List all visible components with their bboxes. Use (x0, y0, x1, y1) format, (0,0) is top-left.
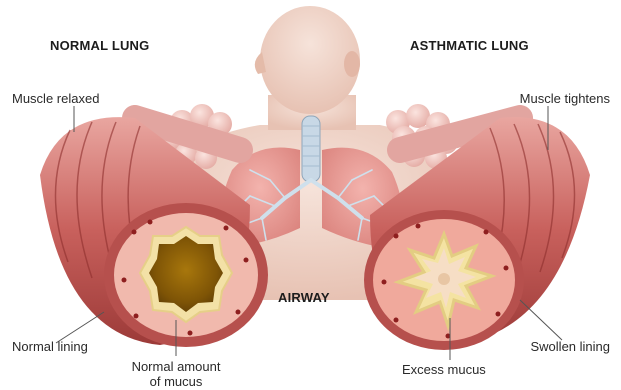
asthmatic-airway (364, 117, 590, 350)
label-muscle-tightens: Muscle tightens (470, 91, 610, 106)
heading-normal-lung: NORMAL LUNG (50, 38, 149, 53)
heading-asthmatic-lung: ASTHMATIC LUNG (410, 38, 529, 53)
heading-airway: AIRWAY (278, 290, 330, 305)
label-swollen-lining: Swollen lining (480, 339, 610, 354)
label-excess-mucus: Excess mucus (402, 362, 486, 377)
label-normal-mucus-line2: of mucus (120, 374, 232, 389)
label-normal-lining: Normal lining (12, 339, 88, 354)
label-muscle-relaxed: Muscle relaxed (12, 91, 99, 106)
label-normal-mucus-line1: Normal amount (120, 359, 232, 374)
normal-airway (40, 117, 268, 347)
